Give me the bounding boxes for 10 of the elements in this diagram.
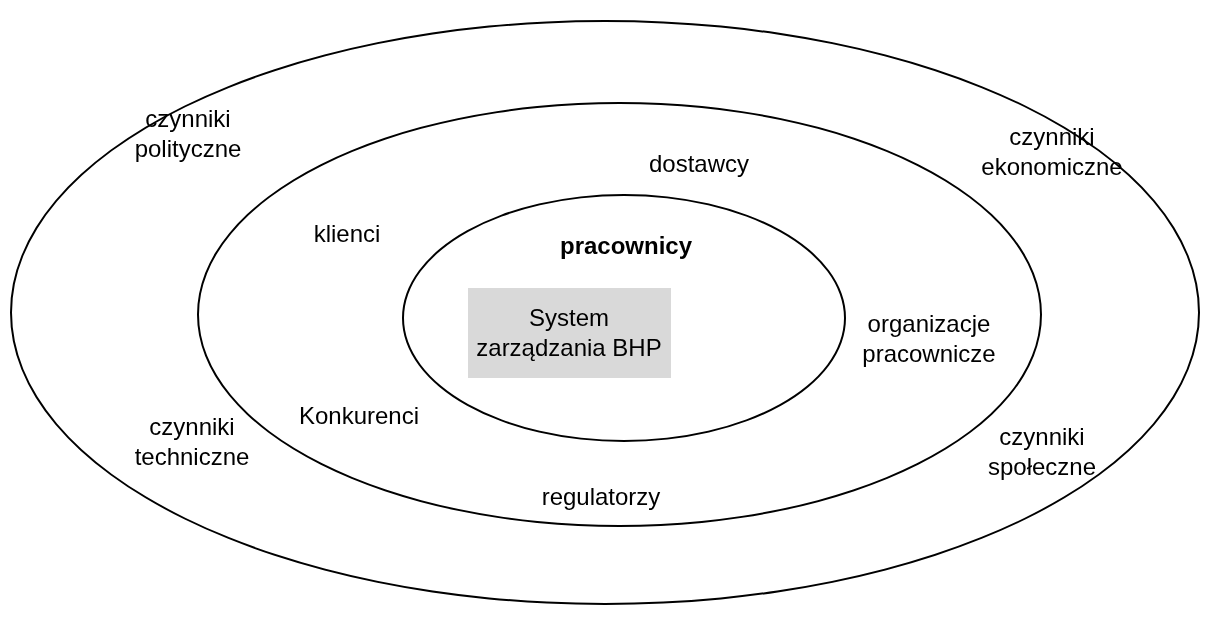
ring-label: dostawcy [649,149,749,179]
ring-label: klienci [313,219,381,249]
ring-label: czynniki techniczne [134,412,250,472]
system-box [468,288,671,378]
ring-label: regulatorzy [541,482,661,512]
ring-heading: pracownicy [560,231,692,261]
ring-label: Konkurenci [298,401,420,431]
ring-label: organizacje pracownicze [862,309,996,369]
box-label: System zarządzania BHP [475,303,663,363]
ring-label: czynniki społeczne [987,422,1097,482]
